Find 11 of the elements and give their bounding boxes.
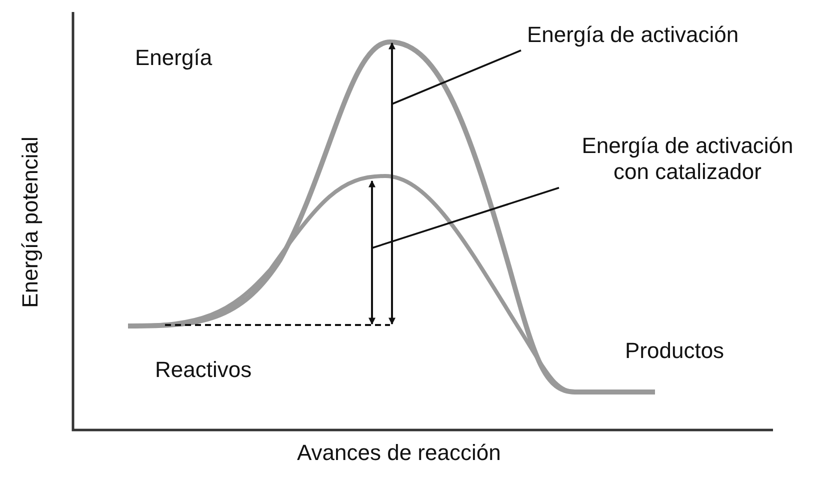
- energy-arrow: [388, 42, 396, 325]
- energy-arrow: [368, 180, 376, 325]
- reactants-label: Reactivos: [155, 357, 252, 384]
- annotation-label: Energía de activación con catalizador: [565, 133, 810, 186]
- axis-title: Energía potencial: [16, 136, 43, 308]
- axis-title: Avances de reacción: [297, 440, 501, 466]
- annotation-label: Energía de activación: [527, 22, 739, 48]
- leader-line: [372, 186, 560, 249]
- heading-label: Energía: [135, 45, 212, 72]
- leader-line: [392, 50, 522, 105]
- products-label: Productos: [625, 338, 724, 364]
